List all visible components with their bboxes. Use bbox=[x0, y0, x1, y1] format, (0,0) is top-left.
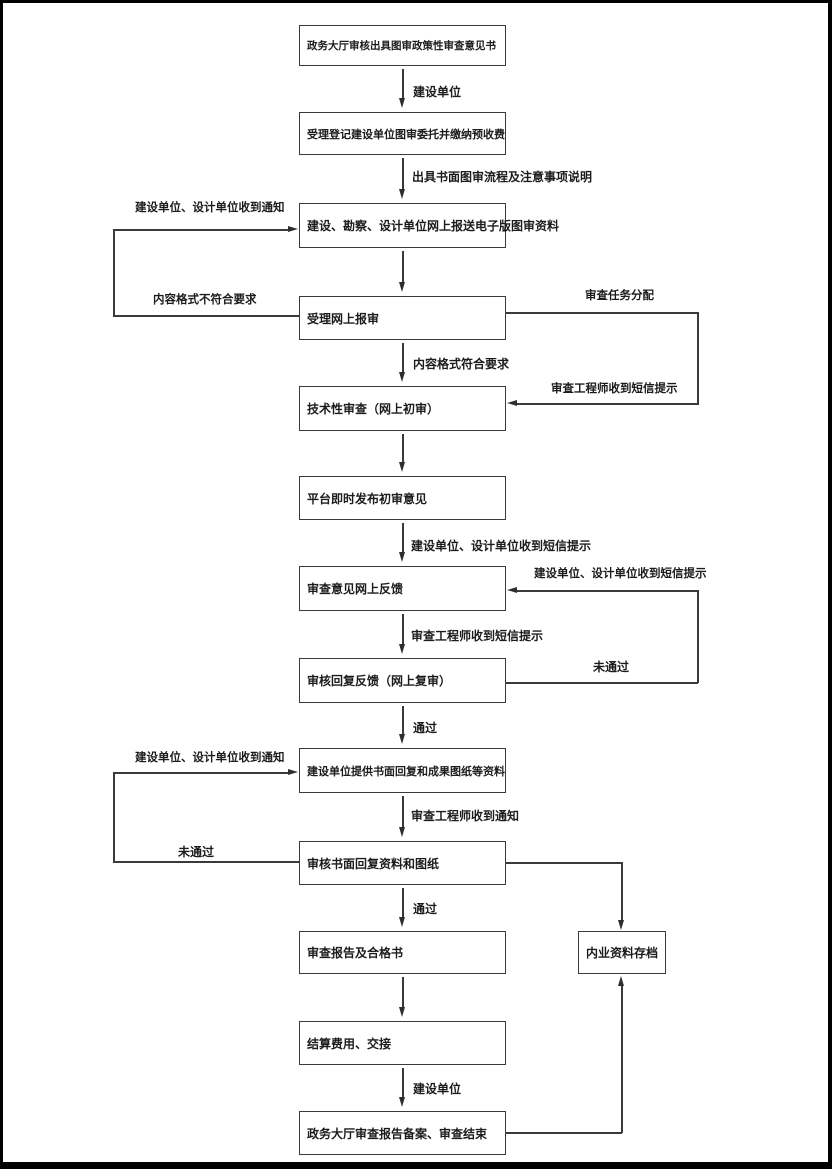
flow-node-report-certificate: 审查报告及合格书 bbox=[299, 931, 506, 974]
flow-node-technical-review: 技术性审查（网上初审） bbox=[299, 386, 506, 431]
edge-label-construction-unit-1: 建设单位 bbox=[413, 85, 462, 99]
connector-line bbox=[402, 1068, 404, 1097]
connector-line bbox=[506, 312, 698, 314]
connector-line bbox=[697, 590, 699, 683]
edge-label-construction-unit-2: 建设单位 bbox=[413, 1082, 462, 1096]
connector-line bbox=[402, 706, 404, 734]
connector-line bbox=[402, 888, 404, 917]
arrowhead-down-icon bbox=[399, 282, 405, 292]
arrowhead-down-icon bbox=[399, 462, 405, 472]
flow-node-opinion-feedback: 审查意见网上反馈 bbox=[299, 566, 506, 611]
edge-label-written-process-note: 出具书面图审流程及注意事项说明 bbox=[412, 170, 593, 184]
flow-node-written-reply: 建设单位提供书面回复和成果图纸等资料 bbox=[299, 748, 506, 793]
arrowhead-left-icon bbox=[507, 400, 517, 406]
connector-line bbox=[506, 682, 698, 684]
connector-line bbox=[697, 312, 699, 405]
connector-line bbox=[113, 315, 299, 317]
connector-line bbox=[506, 1132, 622, 1134]
connector-line bbox=[402, 523, 404, 552]
connector-line bbox=[402, 251, 404, 282]
connector-line bbox=[506, 862, 622, 864]
flow-node-label: 政务大厅审核出具图审政策性审查意见书 bbox=[307, 40, 496, 52]
arrowhead-left-icon bbox=[507, 587, 517, 593]
connector-line bbox=[113, 772, 115, 862]
connector-line bbox=[402, 614, 404, 644]
flow-node-accept-online: 受理网上报审 bbox=[299, 296, 506, 340]
flow-node-label: 建设单位提供书面回复和成果图纸等资料 bbox=[307, 764, 505, 778]
edge-label-pass-1: 通过 bbox=[413, 721, 438, 735]
flow-node-label: 结算费用、交接 bbox=[307, 1036, 392, 1051]
connector-line bbox=[402, 343, 404, 372]
connector-line bbox=[402, 69, 404, 98]
flow-node-label: 政务大厅审查报告备案、审查结束 bbox=[307, 1126, 488, 1141]
flow-node-label: 建设、勘察、设计单位网上报送电子版图审资料 bbox=[307, 219, 560, 233]
flow-node-label: 审查报告及合格书 bbox=[307, 946, 404, 960]
arrowhead-down-icon bbox=[399, 98, 405, 108]
arrowhead-down-icon bbox=[399, 644, 405, 654]
connector-line bbox=[402, 434, 404, 462]
flow-node-label: 内业资料存档 bbox=[585, 946, 658, 960]
flow-node-online-submit: 建设、勘察、设计单位网上报送电子版图审资料 bbox=[299, 203, 559, 248]
flow-node-label: 审核回复反馈（网上复审） bbox=[307, 674, 452, 688]
flow-node-policy-review: 政务大厅审核出具图审政策性审查意见书 bbox=[299, 25, 506, 66]
edge-label-units-sms-notice: 建设单位、设计单位收到短信提示 bbox=[411, 539, 592, 553]
edge-label-not-pass-right: 未通过 bbox=[593, 660, 630, 674]
flow-node-label: 技术性审查（网上初审） bbox=[307, 402, 440, 416]
arrowhead-down-icon bbox=[399, 827, 405, 837]
connector-line bbox=[113, 772, 288, 774]
connector-line bbox=[402, 977, 404, 1007]
arrowhead-down-icon bbox=[399, 917, 405, 927]
arrowhead-up-icon bbox=[618, 976, 624, 986]
edge-label-task-assignment: 审查任务分配 bbox=[585, 288, 654, 302]
flow-node-reply-recheck: 审核回复反馈（网上复审） bbox=[299, 658, 506, 703]
connector-line bbox=[402, 796, 404, 827]
flow-node-publish-opinion: 平台即时发布初审意见 bbox=[299, 476, 506, 520]
flow-node-register-commission: 受理登记建设单位图审委托并缴纳预收费 bbox=[299, 112, 506, 155]
connector-line bbox=[621, 985, 623, 1133]
edge-label-pass-2: 通过 bbox=[413, 902, 438, 916]
connector-line bbox=[113, 229, 288, 231]
connector-line bbox=[517, 403, 697, 405]
arrowhead-down-icon bbox=[618, 920, 624, 930]
edge-label-format-ok: 内容格式符合要求 bbox=[413, 357, 510, 371]
arrowhead-right-icon bbox=[288, 769, 298, 775]
arrowhead-down-icon bbox=[399, 189, 405, 199]
connector-line bbox=[113, 229, 115, 317]
flow-node-label: 受理登记建设单位图审委托并缴纳预收费 bbox=[307, 127, 505, 141]
connector-line bbox=[402, 158, 404, 189]
arrowhead-down-icon bbox=[399, 1007, 405, 1017]
flow-node-check-written-reply: 审核书面回复资料和图纸 bbox=[299, 841, 506, 885]
flow-node-settle-handover: 结算费用、交接 bbox=[299, 1021, 506, 1065]
arrowhead-down-icon bbox=[399, 734, 405, 744]
edge-label-format-not-ok: 内容格式不符合要求 bbox=[153, 292, 257, 306]
arrowhead-down-icon bbox=[399, 1097, 405, 1107]
edge-label-not-pass-left: 未通过 bbox=[178, 845, 215, 859]
connector-line bbox=[113, 861, 299, 863]
connector-line bbox=[517, 590, 697, 592]
flow-node-label: 平台即时发布初审意见 bbox=[307, 491, 428, 506]
edge-label-units-notified-2: 建设单位、设计单位收到通知 bbox=[135, 750, 285, 764]
edge-label-engineer-sms-right: 审查工程师收到短信提示 bbox=[551, 381, 678, 395]
flow-node-label: 审核书面回复资料和图纸 bbox=[307, 856, 440, 871]
connector-line bbox=[621, 862, 623, 921]
arrowhead-down-icon bbox=[399, 372, 405, 382]
flow-node-archive: 内业资料存档 bbox=[578, 931, 666, 974]
flow-node-filing-end: 政务大厅审查报告备案、审查结束 bbox=[299, 1111, 506, 1155]
flow-node-label: 受理网上报审 bbox=[307, 311, 380, 326]
edge-label-engineer-sms-notice: 审查工程师收到短信提示 bbox=[411, 629, 544, 643]
arrowhead-right-icon bbox=[288, 226, 298, 232]
edge-label-units-notified-1: 建设单位、设计单位收到通知 bbox=[135, 200, 285, 214]
edge-label-engineer-notified: 审查工程师收到通知 bbox=[411, 809, 520, 823]
arrowhead-down-icon bbox=[399, 552, 405, 562]
edge-label-units-sms-right: 建设单位、设计单位收到短信提示 bbox=[534, 566, 707, 580]
flow-node-label: 审查意见网上反馈 bbox=[307, 582, 404, 596]
